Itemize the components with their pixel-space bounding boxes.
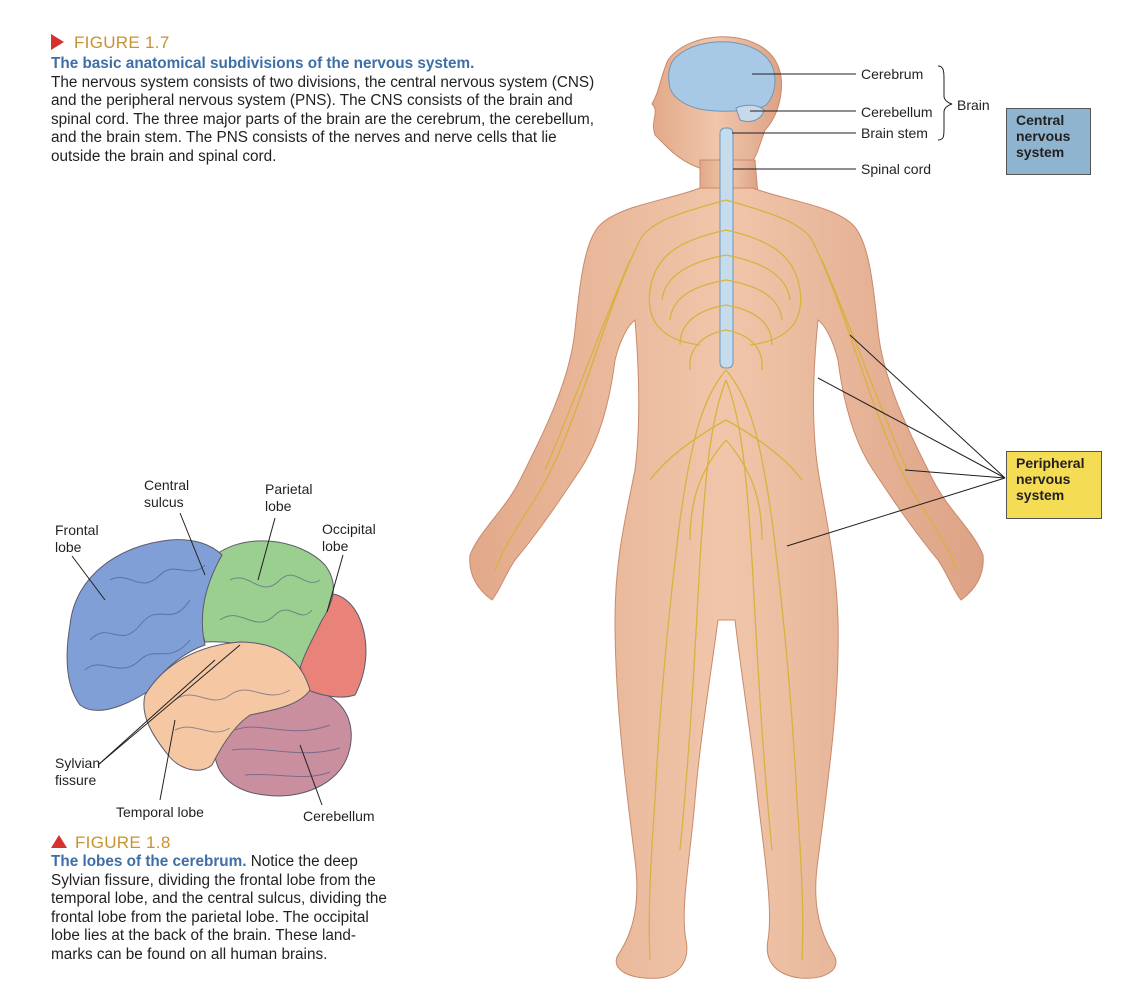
- figure-1-8-title: The lobes of the cerebrum.: [51, 853, 247, 870]
- gyri-texture: [84, 564, 341, 778]
- label-frontal-lobe: Frontal lobe: [55, 522, 99, 555]
- frontal-lobe-shape: [66, 539, 223, 711]
- figure-1-8-body: The lobes of the cerebrum. Notice the de…: [51, 853, 391, 965]
- figure-1-8-caption: FIGURE 1.8 The lobes of the cerebrum. No…: [51, 833, 391, 965]
- peripheral-nerves: [494, 199, 958, 961]
- label-sylvian-fissure: Sylvian fissure: [55, 755, 101, 788]
- label-parietal-lobe: Parietal lobe: [265, 481, 313, 514]
- spinal-cord-shape: [719, 127, 734, 369]
- figure-1-7-body: The basic anatomical subdivisions of the…: [51, 55, 596, 167]
- brain-leader-lines: [71, 512, 344, 806]
- label-brain-stem: Brain stem: [861, 125, 928, 141]
- label-spinal-cord: Spinal cord: [861, 161, 932, 177]
- label-body-cerebellum: Cerebellum: [861, 104, 933, 120]
- label-brain-cerebellum: Cerebellum: [303, 808, 375, 824]
- figure-1-7-number: FIGURE 1.7: [74, 33, 170, 52]
- figure-1-7-heading: FIGURE 1.7: [51, 33, 596, 53]
- label-temporal-lobe: Temporal lobe: [116, 804, 204, 820]
- triangle-up-icon: [51, 835, 67, 848]
- label-cerebrum: Cerebrum: [861, 66, 924, 82]
- pns-box: Peripheral nervous system: [1006, 451, 1102, 519]
- figure-1-7-caption: FIGURE 1.7 The basic anatomical subdivis…: [51, 33, 596, 167]
- triangle-right-icon: [51, 34, 64, 50]
- cns-box: Central nervous system: [1006, 108, 1091, 175]
- label-brain: Brain: [957, 97, 990, 113]
- figure-1-7-text: The nervous system consists of two divis…: [51, 73, 595, 165]
- label-occipital-lobe: Occipital lobe: [322, 521, 376, 554]
- label-central-sulcus: Central sulcus: [144, 477, 190, 510]
- body-brain: [668, 41, 776, 123]
- body-leader-lines: [732, 65, 1006, 547]
- figure-1-7-title: The basic anatomical subdivisions of the…: [51, 55, 475, 72]
- figure-1-8-number: FIGURE 1.8: [75, 833, 171, 852]
- figure-1-8-text: Notice the deep Sylvian fissure, dividin…: [51, 853, 387, 963]
- figure-1-8-heading: FIGURE 1.8: [51, 833, 391, 853]
